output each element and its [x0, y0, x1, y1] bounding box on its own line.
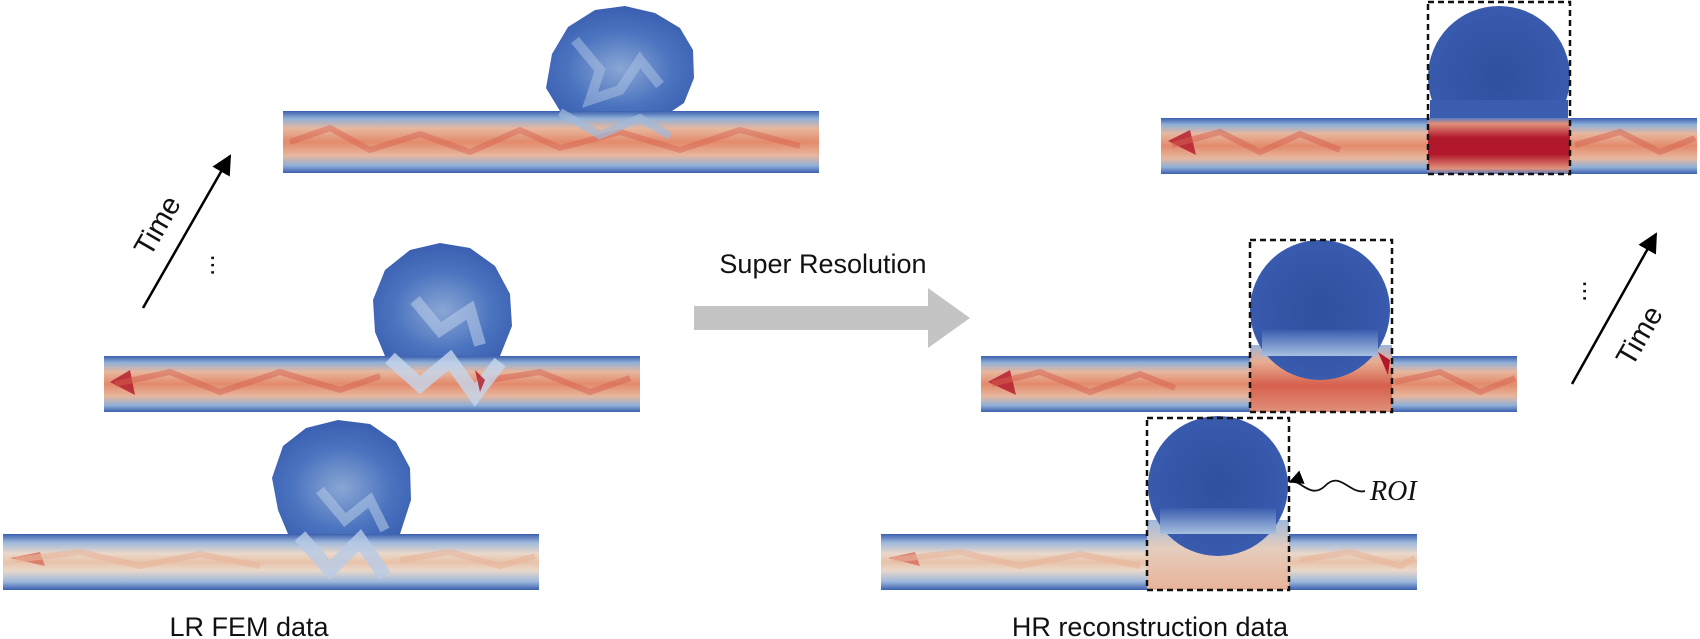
lr-channel-middle	[104, 356, 640, 412]
roi-box-bottom	[1145, 416, 1291, 592]
lr-panel-top	[283, 6, 819, 173]
hr-bubble-middle	[1250, 240, 1390, 380]
roi-label: ROI	[1369, 476, 1418, 507]
time-label-left: Time	[128, 191, 187, 262]
hr-bubble-bottom	[1148, 416, 1288, 556]
roi-box-middle	[1248, 238, 1394, 414]
time-arrow-right	[1570, 232, 1658, 385]
hr-panel-top	[1161, 0, 1697, 176]
hr-panel-middle	[981, 238, 1517, 414]
lr-caption: LR FEM data	[169, 612, 329, 639]
ellipsis-right: ...	[1562, 280, 1592, 302]
lr-panel-bottom	[3, 420, 539, 590]
hr-caption: HR reconstruction data	[1012, 612, 1289, 639]
super-resolution-arrow	[694, 288, 970, 348]
roi-box-top	[1426, 0, 1572, 176]
process-label: Super Resolution	[719, 249, 926, 279]
lr-bubble-middle	[373, 243, 512, 356]
lr-channel-top	[283, 111, 819, 173]
time-label-right: Time	[1610, 301, 1669, 372]
ellipsis-left: ...	[190, 254, 220, 276]
lr-panel-middle	[104, 243, 640, 412]
hr-panel-bottom	[881, 416, 1417, 592]
time-arrow-left	[141, 154, 232, 309]
lr-channel-bottom	[3, 534, 539, 590]
hr-roi-fill-top	[1428, 118, 1570, 174]
roi-pointer	[1288, 470, 1366, 493]
